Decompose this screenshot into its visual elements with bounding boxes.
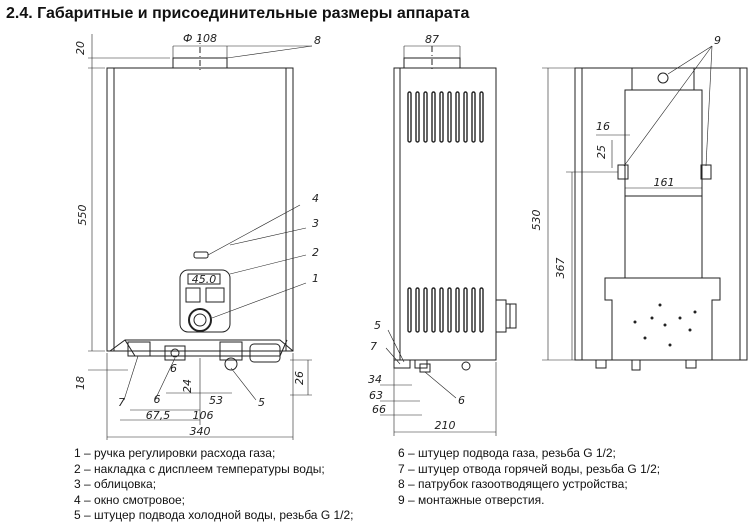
dim-6: 6: [154, 393, 161, 406]
display-panel: [179, 269, 231, 333]
viewing-window: [193, 251, 209, 259]
gas-inlet: [164, 345, 186, 361]
side-callout-7: 7: [370, 340, 377, 353]
dim-depth: 210: [435, 419, 456, 432]
legend-item: 1 – ручка регулировки расхода газа;: [74, 446, 276, 460]
dim-161: 161: [654, 176, 675, 189]
front-view: 45.0: [88, 34, 313, 440]
dim-63: 63: [369, 389, 383, 402]
display-value: 45.0: [192, 273, 217, 286]
legend-item: 3 – облицовка;: [74, 477, 157, 491]
cold-water-inlet: [219, 341, 243, 361]
dim-26: 26: [293, 371, 306, 385]
page-title: 2.4. Габаритные и присоединительные разм…: [6, 5, 470, 22]
legend-right: 6 – штуцер подвода газа, резьба G 1/2; 7…: [398, 446, 660, 508]
dim-34: 34: [368, 373, 382, 386]
temperature-display: [187, 273, 221, 285]
legend-item: 6 – штуцер подвода газа, резьба G 1/2;: [398, 446, 616, 460]
dim-53: 53: [209, 394, 223, 407]
dim-pipe-width: 87: [425, 33, 439, 46]
back-body: [574, 67, 748, 361]
callout-1: 1: [312, 272, 319, 285]
legend-item: 8 – патрубок газоотводящего устройства;: [398, 477, 628, 491]
side-view: [380, 45, 517, 436]
back-callout-9: 9: [714, 34, 721, 47]
dim-front-width: 340: [190, 425, 211, 438]
callout-6: 6: [170, 362, 177, 375]
dim-66: 66: [372, 403, 386, 416]
mounting-hole-left: [617, 164, 629, 180]
dim-front-height: 550: [76, 205, 89, 226]
callout-5: 5: [258, 396, 265, 409]
dim-16: 16: [596, 120, 610, 133]
dim-25: 25: [595, 145, 608, 159]
legend-item: 4 – окно смотровое;: [74, 492, 185, 507]
callout-8: 8: [314, 34, 321, 47]
dim-pipe-diameter: Ф 108: [183, 32, 217, 45]
back-lower-plate: [604, 277, 721, 361]
callout-3: 3: [312, 217, 319, 230]
side-callout-5: 5: [374, 319, 381, 332]
side-knob: [495, 299, 507, 333]
gas-control-knob: [188, 308, 212, 332]
dim-bottom-offset: 18: [74, 376, 87, 390]
legend-item: 2 – накладка с дисплеем температуры воды…: [74, 461, 325, 476]
front-body: [106, 67, 294, 352]
callout-7: 7: [118, 396, 125, 409]
legend-item: 7 – штуцер отвода горячей воды, резьба G…: [398, 461, 661, 476]
side-body: [393, 67, 497, 361]
legend-left: 1 – ручка регулировки расхода газа; 2 – …: [74, 446, 354, 524]
dim-530: 530: [530, 210, 543, 231]
dim-106: 106: [193, 409, 214, 422]
mounting-bracket: [631, 67, 695, 91]
callout-2: 2: [312, 246, 319, 259]
hot-water-outlet: [127, 341, 151, 357]
mounting-hole-top: [657, 72, 669, 84]
back-view: [542, 45, 748, 371]
side-callout-6: 6: [458, 394, 465, 407]
callout-4: 4: [312, 192, 319, 205]
dim-top-offset: 20: [74, 41, 87, 55]
dim-24: 24: [181, 379, 194, 393]
dim-67-5: 67,5: [146, 409, 171, 422]
legend-item: 5 – штуцер подвода холодной воды, резьба…: [74, 508, 354, 522]
legend-item: 9 – монтажные отверстия.: [398, 492, 545, 507]
dim-367: 367: [554, 258, 567, 279]
